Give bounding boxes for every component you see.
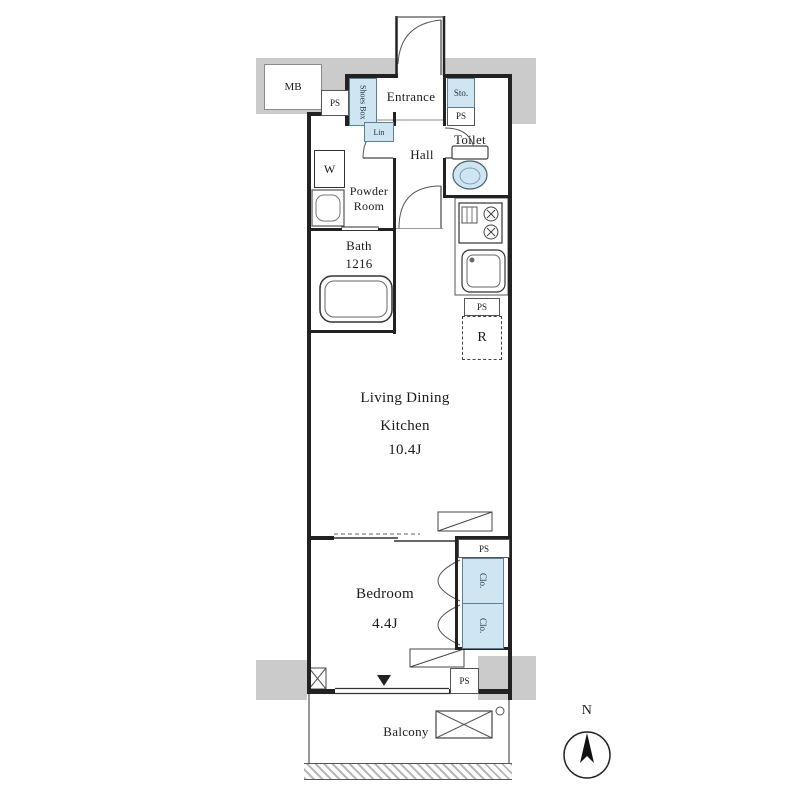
pillar	[308, 667, 327, 690]
shoes-box: Shoes Box	[349, 78, 377, 126]
balcony-outline	[308, 694, 510, 763]
pipe-space-label: PS	[459, 676, 470, 686]
toilet-fixture	[451, 145, 489, 190]
wall	[443, 74, 446, 126]
common-area-top-right	[512, 58, 536, 124]
sliding-door-panel-2	[409, 648, 465, 668]
pipe-space-label: PS	[476, 302, 487, 312]
common-area-top-strip-left	[345, 58, 398, 76]
linen-label: Lin	[373, 127, 385, 137]
common-area-top-strip-right	[443, 58, 512, 76]
bath-sliding-door	[341, 226, 379, 231]
wall	[307, 536, 334, 540]
north-compass	[563, 731, 611, 779]
entrance-label: Entrance	[386, 89, 436, 104]
powder-room-label: Powder Room	[349, 184, 389, 213]
wall	[443, 74, 512, 78]
wall	[455, 536, 512, 539]
hall-label: Hall	[410, 147, 434, 162]
wall	[307, 330, 395, 333]
closet-doors	[437, 559, 461, 646]
shoes-box-label: Shoes Box	[358, 84, 368, 120]
meter-box-label: MB	[284, 81, 302, 93]
refrigerator-space: R	[462, 316, 502, 360]
wall	[393, 158, 396, 334]
kitchen-counter	[454, 197, 509, 296]
wall	[378, 228, 395, 231]
pipe-space-entrance: PS	[447, 106, 475, 126]
washbasin	[311, 189, 345, 227]
toilet-label: Toilet	[454, 132, 486, 147]
bath-size-label: 1216	[345, 256, 373, 271]
bath-label: Bath	[346, 238, 372, 253]
common-area-bottom-left	[256, 660, 307, 700]
bathtub	[319, 275, 393, 323]
balcony-window	[335, 675, 449, 695]
pipe-space-label: PS	[478, 543, 489, 554]
pipe-space-bedroom: PS	[458, 539, 510, 558]
wall	[393, 112, 396, 126]
wall	[307, 689, 335, 694]
wall	[443, 195, 512, 198]
bedroom-size-label: 4.4J	[372, 616, 398, 632]
closet-1: Clo.	[462, 558, 504, 604]
sliding-partition	[334, 533, 455, 542]
closet-label: Clo.	[478, 573, 488, 589]
balcony-label: Balcony	[383, 724, 429, 739]
closet-label: Clo.	[478, 618, 488, 634]
wall	[443, 158, 446, 198]
north-label: N	[581, 703, 593, 718]
evacuation-hatch	[435, 710, 493, 739]
pipe-space-bottom: PS	[450, 668, 479, 694]
meter-box: MB	[264, 64, 322, 110]
storage-label: Sto.	[453, 88, 469, 98]
washer-space: W	[314, 150, 345, 188]
wall	[508, 74, 512, 700]
pipe-space-kitchen: PS	[464, 298, 500, 316]
wall	[345, 74, 398, 78]
wall	[307, 228, 342, 231]
bedroom-label: Bedroom	[356, 586, 414, 602]
balcony-railing	[304, 763, 512, 780]
wall	[455, 536, 458, 650]
ldk-label: Living Dining Kitchen	[360, 390, 450, 434]
hall-door	[396, 185, 443, 229]
linen-closet: Lin	[364, 122, 394, 142]
pipe-space-label: PS	[329, 98, 340, 108]
closet-2: Clo.	[462, 603, 504, 649]
storage-box: Sto.	[447, 78, 475, 108]
refrigerator-label: R	[477, 330, 487, 345]
drain-cap	[495, 706, 505, 716]
pipe-space-label: PS	[455, 111, 466, 121]
entrance-door	[395, 16, 446, 76]
sliding-door-panel	[437, 511, 493, 532]
ldk-size-label: 10.4J	[388, 442, 422, 458]
wall	[307, 112, 311, 694]
pipe-space-top-left: PS	[321, 90, 349, 116]
wall	[449, 689, 512, 694]
washer-label: W	[323, 161, 336, 176]
